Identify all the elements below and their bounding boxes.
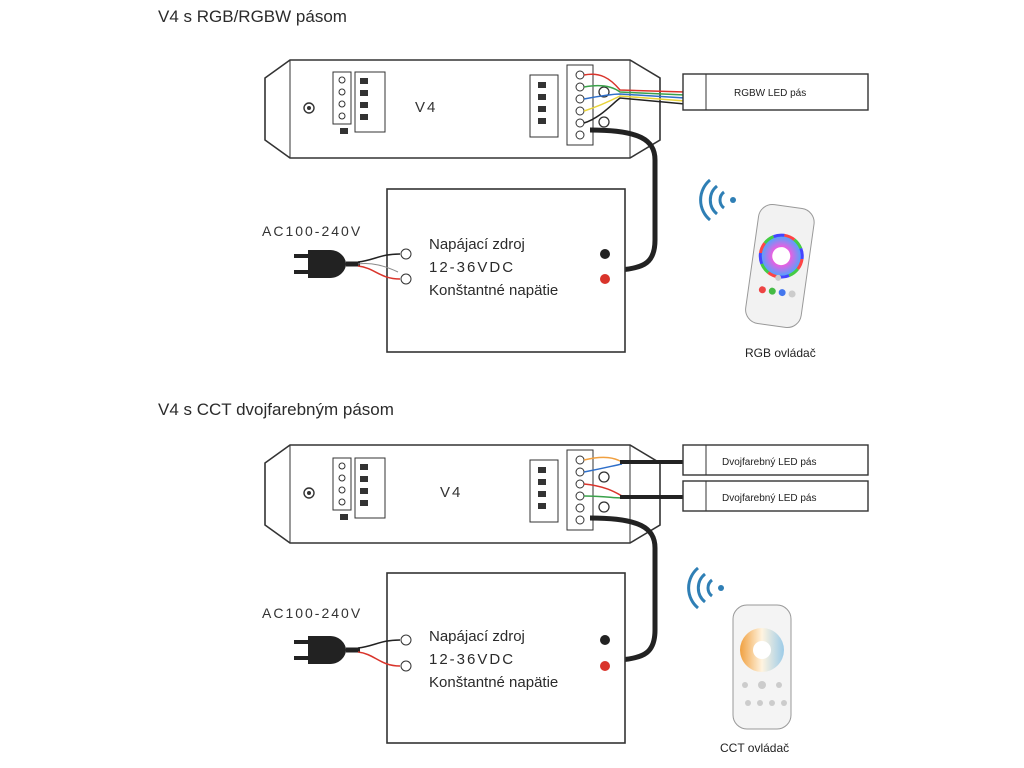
psu-voltage: 12-36VDC — [429, 259, 515, 276]
rgbw-led-strip: RGBW LED pás — [682, 73, 869, 111]
wifi-icon — [699, 178, 736, 222]
strip-label: Dvojfarebný LED pás — [722, 493, 817, 504]
cct-led-strip-1: Dvojfarebný LED pás — [682, 444, 869, 476]
dc-power-cable — [589, 127, 658, 273]
remote-caption: RGB ovládač — [745, 346, 816, 360]
power-supply: Napájací zdroj 12-36VDC Konštantné napät… — [386, 188, 626, 353]
wifi-icon — [687, 566, 724, 610]
cct-wires — [583, 456, 623, 499]
controller-label: V4 — [415, 99, 437, 116]
dc-negative-terminal — [600, 635, 610, 645]
screw-terminal-icon — [400, 660, 412, 672]
section-rgb: V4 s RGB/RGBW pásom V4 — [158, 7, 869, 360]
output-terminal-block — [566, 64, 594, 146]
psu-title: Napájací zdroj — [429, 236, 525, 253]
psu-title: Napájací zdroj — [429, 628, 525, 645]
ac-input-label: AC100-240V — [262, 223, 362, 239]
v4-controller: V4 — [264, 444, 661, 544]
cct-led-strip-2: Dvojfarebný LED pás — [682, 480, 869, 512]
remote-caption: CCT ovládač — [720, 741, 789, 755]
dc-positive-terminal — [600, 274, 610, 284]
dc-negative-terminal — [600, 249, 610, 259]
section-cct: V4 s CCT dvojfarebným pásom V4 — [158, 400, 869, 755]
psu-voltage: 12-36VDC — [429, 651, 515, 668]
controller-label: V4 — [440, 484, 462, 501]
strip-label: Dvojfarebný LED pás — [722, 457, 817, 468]
screw-terminal-icon — [400, 248, 412, 260]
dc-positive-terminal — [600, 661, 610, 671]
screw-terminal-icon — [400, 273, 412, 285]
mounting-hole-icon — [303, 487, 315, 499]
mounting-hole-icon — [303, 102, 315, 114]
dc-power-cable — [589, 515, 658, 663]
psu-mode: Konštantné napätie — [429, 674, 558, 691]
power-supply: Napájací zdroj 12-36VDC Konštantné napät… — [386, 572, 626, 744]
strip-label: RGBW LED pás — [734, 88, 806, 99]
psu-mode: Konštantné napätie — [429, 282, 558, 299]
section-title: V4 s CCT dvojfarebným pásom — [158, 400, 394, 419]
output-terminal-block — [566, 449, 594, 531]
plug-icon — [294, 250, 360, 278]
rgb-remote — [745, 203, 815, 328]
ac-input-label: AC100-240V — [262, 605, 362, 621]
rgbw-wires — [583, 73, 686, 124]
v4-controller: V4 — [264, 59, 661, 159]
plug-icon — [294, 636, 360, 664]
screw-terminal-icon — [400, 634, 412, 646]
section-title: V4 s RGB/RGBW pásom — [158, 7, 347, 26]
cct-remote — [732, 604, 792, 730]
